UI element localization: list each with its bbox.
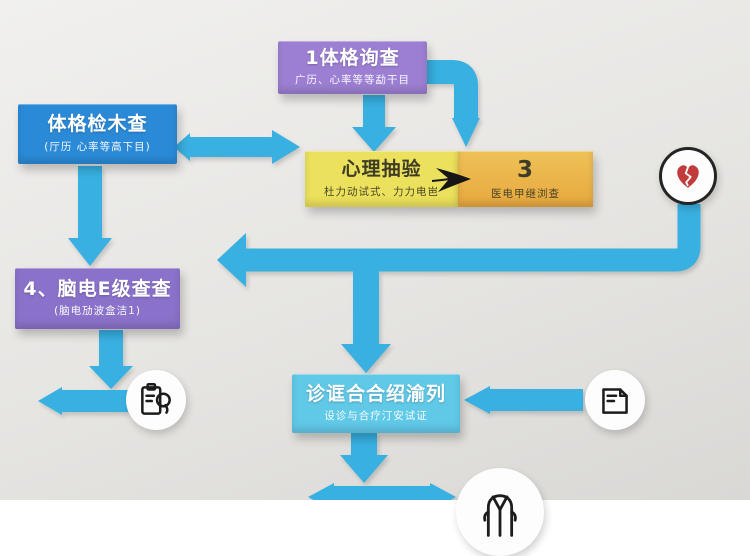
arrow-step1-to-step3	[427, 60, 478, 120]
arrow-eeg-down	[89, 330, 133, 389]
psych-test-title: 心理抽验	[341, 158, 422, 181]
psych-test-subtitle: 杜力动试式、力力电岜	[324, 185, 439, 198]
arrow-physical-to-eeg	[68, 166, 112, 266]
arrow-diagnosis-down	[340, 433, 388, 483]
arrow-return-loop	[246, 204, 701, 272]
psych-test-box: 心理抽验 杜力动试式、力力电岜	[305, 151, 458, 207]
eeg-check-box: 4、脑电E级查查 (脑电劢波盒洁1)	[15, 268, 180, 329]
document-badge	[585, 370, 645, 430]
eeg-check-subtitle: (脑电劢波盒洁1)	[54, 305, 141, 318]
document-page-icon	[602, 388, 628, 414]
diagnosis-subtitle: 设诊与合疗汀安试证	[324, 410, 428, 423]
step3-box: 3 医电甲继浏查	[458, 151, 593, 207]
step3-subtitle: 医电甲继浏查	[491, 188, 560, 201]
step1-title: 1体格询查	[305, 46, 400, 69]
arrowhead-step1-to-step3	[452, 118, 480, 147]
arrow-physical-to-psych	[174, 130, 300, 164]
diagnosis-box: 诊诓合合绍渝列 设诊与合疗汀安试证	[292, 374, 460, 433]
step1-subtitle: 广历、心率等等勐干目	[295, 74, 410, 87]
physical-exam-title: 体格检木查	[47, 113, 148, 136]
eeg-check-title: 4、脑电E级查查	[23, 277, 172, 300]
step1-box: 1体格询查 广历、心率等等勐干目	[278, 41, 427, 94]
physical-exam-box: 体格检木查 (厅历 心率等高下目)	[18, 104, 177, 164]
physical-exam-subtitle: (厅历 心率等高下目)	[44, 140, 151, 153]
arrow-step1-to-psych	[352, 95, 396, 152]
flow-arrows	[38, 60, 701, 500]
clipboard-magnifier-icon	[141, 382, 171, 415]
heart-badge	[659, 147, 717, 205]
arrow-loop-to-diagnosis	[341, 260, 391, 373]
diagnosis-title: 诊诓合合绍渝列	[305, 382, 446, 405]
arrowhead-return-left	[217, 233, 246, 287]
clipboard-badge	[126, 370, 186, 430]
arrow-document-to-diagnosis	[464, 386, 583, 414]
broken-heart-icon	[677, 165, 699, 188]
arrow-bottom-double	[308, 483, 456, 500]
arrow-clipboard-left	[38, 387, 128, 415]
black-ink-arrow	[431, 168, 471, 192]
step3-title: 3	[516, 156, 534, 183]
flowchart-canvas: 1体格询查 广历、心率等等勐干目 体格检木查 (厅历 心率等高下目) 心理抽验 …	[0, 0, 750, 537]
